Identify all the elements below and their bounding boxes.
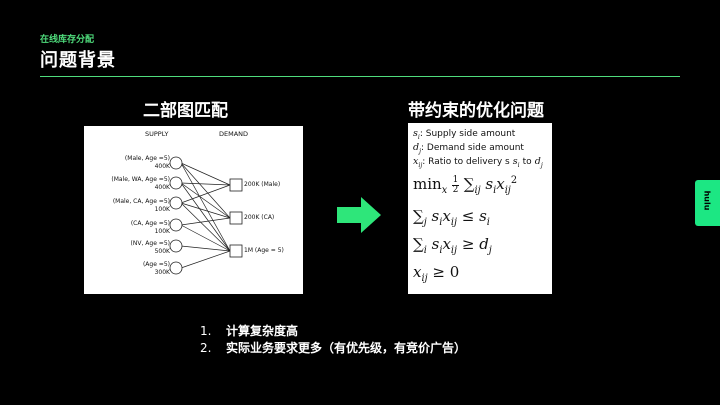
notes-list: 1.计算复杂度高 2.实际业务要求更多（有优先级，有竞价广告） <box>200 322 466 356</box>
supply-label: (Age =5)300K <box>142 261 170 276</box>
slide-kicker: 在线库存分配 <box>40 35 95 45</box>
formula-panel: si: Supply side amount dj: Demand side a… <box>408 123 552 294</box>
title-divider <box>40 76 680 77</box>
def-ratio: xij: Ratio to delivery s si to dj <box>413 156 543 169</box>
slide-title: 问题背景 <box>40 50 116 71</box>
bipartite-section-title: 二部图匹配 <box>143 101 228 121</box>
supply-node <box>169 196 183 210</box>
hulu-brand-tab: hulu <box>695 180 720 226</box>
def-demand: dj: Demand side amount <box>413 142 524 155</box>
supply-label: (Male, Age =5)400K <box>124 155 170 170</box>
supply-label: (CA, Age =5)100K <box>130 220 170 235</box>
demand-node <box>229 178 243 192</box>
demand-node <box>229 244 243 258</box>
bipartite-graph-panel: SUPPLY DEMAND (Male, Age =5)400K (Male, … <box>84 126 303 294</box>
supply-node <box>169 239 183 253</box>
supply-node <box>169 156 183 170</box>
constraint-demand: ∑i sixij ≥ dj <box>413 235 492 256</box>
hulu-logo: hulu <box>702 190 712 211</box>
optimization-section-title: 带约束的优化问题 <box>408 101 544 121</box>
supply-node <box>169 218 183 232</box>
list-item: 2.实际业务要求更多（有优先级，有竞价广告） <box>200 341 467 355</box>
demand-node <box>229 211 243 225</box>
demand-label: 200K (CA) <box>244 214 275 221</box>
supply-node <box>169 261 183 275</box>
supply-header: SUPPLY <box>145 130 169 138</box>
demand-header: DEMAND <box>219 130 249 138</box>
right-arrow-icon <box>337 197 381 233</box>
constraint-nonneg: xij ≥ 0 <box>413 263 460 284</box>
bipartite-graph-svg <box>169 156 243 275</box>
supply-label: (NV, Age =5)500K <box>130 240 170 255</box>
demand-label: 200K (Male) <box>244 181 281 188</box>
def-supply: si: Supply side amount <box>413 128 516 141</box>
supply-label: (Male, CA, Age =5)100K <box>112 198 170 213</box>
constraint-supply: ∑j sixij ≤ si <box>413 207 490 228</box>
supply-label: (Male, WA, Age =5)400K <box>111 176 170 191</box>
list-item: 1.计算复杂度高 <box>200 324 299 338</box>
supply-node <box>169 176 183 190</box>
demand-label: 1M (Age = 5) <box>244 247 284 254</box>
